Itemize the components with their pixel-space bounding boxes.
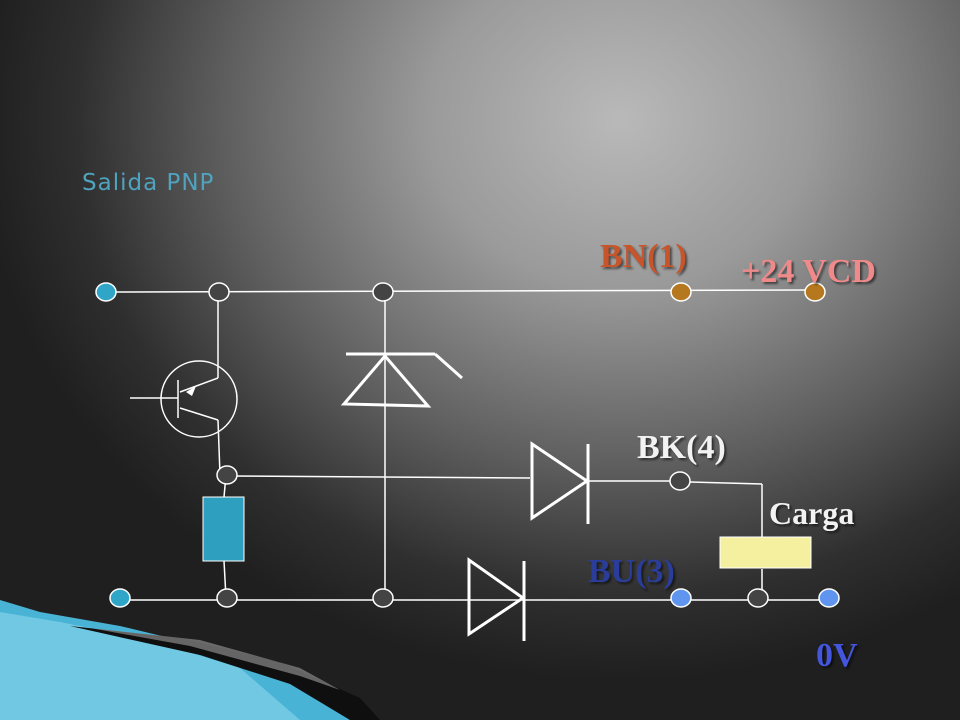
label-carga: Carga <box>769 495 855 531</box>
emitter-lead <box>179 377 219 393</box>
collector-wire <box>217 419 221 476</box>
node-collector <box>216 465 238 485</box>
terminal-0v <box>818 588 840 608</box>
resistor <box>202 496 245 562</box>
terminal-bk <box>669 471 691 491</box>
output-diode-symbol <box>530 441 590 524</box>
terminal-bottom-left <box>109 588 131 608</box>
label-bu: BU(3) <box>588 553 675 590</box>
node-bottom-load <box>747 588 769 608</box>
label-vcd: +24 VCD <box>741 253 876 290</box>
label-bk: BK(4) <box>637 429 726 466</box>
terminal-bn <box>670 282 692 302</box>
terminal-bu <box>670 588 692 608</box>
label-0v: 0V <box>816 637 858 674</box>
decorative-swoosh <box>0 600 380 720</box>
node-top-zener <box>372 282 394 302</box>
node-bottom-zener <box>372 588 394 608</box>
collector-lead <box>179 407 219 421</box>
terminal-vcd <box>804 282 826 302</box>
transistor-envelope <box>160 360 238 438</box>
slide-title: Salida PNP <box>82 170 215 196</box>
return-diode-symbol <box>467 557 526 641</box>
label-bn: BN(1) <box>600 238 687 275</box>
node-bottom-resistor <box>216 588 238 608</box>
output-wire <box>227 475 531 479</box>
emitter-arrow-icon <box>186 386 196 396</box>
nodes <box>95 282 840 608</box>
node-top-transistor <box>208 282 230 302</box>
zener-diode-symbol <box>340 352 463 408</box>
load-feed-wire <box>689 481 763 485</box>
load-box <box>719 536 812 569</box>
terminal-top-left <box>95 282 117 302</box>
